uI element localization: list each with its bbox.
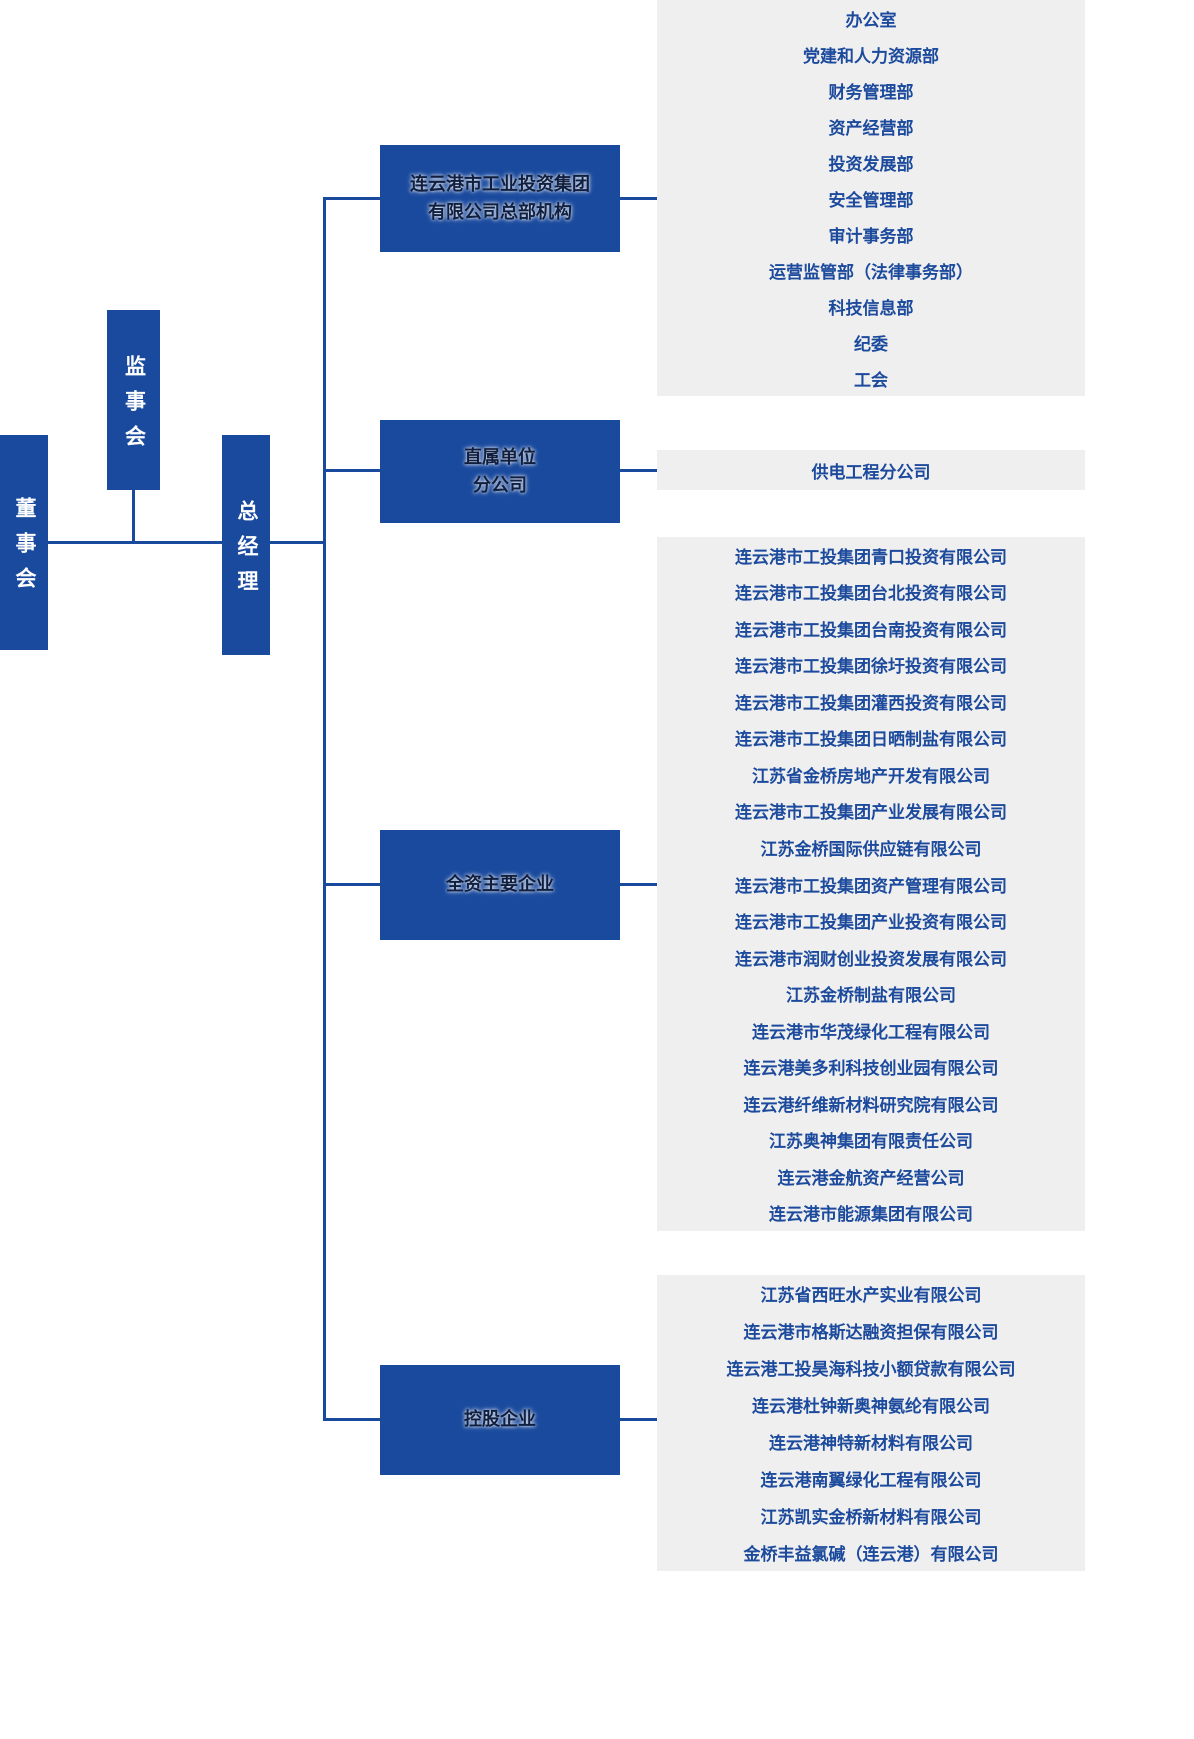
wholly-owned-box: 全资主要企业 (380, 830, 620, 940)
direct-units-box: 直属单位 分公司 (380, 420, 620, 523)
list-item: 江苏凯实金桥新材料有限公司 (760, 1508, 982, 1527)
list-item: 投资发展部 (828, 154, 914, 174)
list-item: 党建和人力资源部 (803, 46, 939, 66)
list-item: 江苏金桥国际供应链有限公司 (760, 840, 982, 860)
connector-line (270, 541, 325, 544)
list-item: 财务管理部 (828, 82, 914, 102)
connector-line (620, 197, 657, 200)
list-item: 审计事务部 (828, 226, 914, 246)
list-item: 连云港纤维新材料研究院有限公司 (743, 1095, 999, 1115)
list-item: 连云港金航资产经营公司 (777, 1168, 965, 1188)
holding-enterprises-panel: 江苏省西旺水产实业有限公司连云港市格斯达融资担保有限公司连云港工投昊海科技小额贷… (657, 1275, 1085, 1571)
board-of-directors-box: 董事会 (0, 435, 48, 650)
headquarters-box: 连云港市工业投资集团 有限公司总部机构 (380, 145, 620, 252)
list-item: 科技信息部 (828, 298, 914, 318)
connector-line (325, 1418, 380, 1421)
branch-label-line: 连云港市工业投资集团 (410, 173, 590, 194)
connector-line (132, 490, 135, 544)
list-item: 工会 (854, 370, 888, 390)
list-item: 连云港市工投集团青口投资有限公司 (735, 547, 1007, 567)
list-item: 江苏省金桥房地产开发有限公司 (752, 766, 990, 786)
list-item: 金桥丰益氯碱（连云港）有限公司 (743, 1545, 999, 1564)
list-item: 连云港市工投集团产业发展有限公司 (735, 803, 1007, 823)
list-item: 连云港市工投集团日晒制盐有限公司 (735, 730, 1007, 750)
connector-line (620, 1418, 657, 1421)
list-item: 江苏金桥制盐有限公司 (786, 986, 956, 1006)
list-item: 连云港市工投集团徐圩投资有限公司 (735, 657, 1007, 677)
list-item: 连云港市能源集团有限公司 (769, 1205, 973, 1225)
list-item: 连云港美多利科技创业园有限公司 (743, 1059, 999, 1079)
list-item: 江苏省西旺水产实业有限公司 (760, 1286, 982, 1305)
headquarters-departments-panel: 办公室党建和人力资源部财务管理部资产经营部投资发展部安全管理部审计事务部运营监管… (657, 0, 1085, 396)
connector-line (620, 469, 657, 472)
branch-label-line: 控股企业 (464, 1409, 536, 1430)
holding-box: 控股企业 (380, 1365, 620, 1475)
list-item: 连云港市工投集团资产管理有限公司 (735, 876, 1007, 896)
list-item: 供电工程分公司 (811, 462, 931, 482)
list-item: 连云港神特新材料有限公司 (769, 1434, 973, 1453)
list-item: 连云港市工投集团产业投资有限公司 (735, 913, 1007, 933)
connector-line (620, 883, 657, 886)
list-item: 连云港南翼绿化工程有限公司 (760, 1471, 982, 1490)
branch-label-line: 分公司 (473, 474, 527, 495)
list-item: 办公室 (845, 10, 897, 30)
branch-label-line: 全资主要企业 (446, 874, 554, 895)
branch-label-line: 直属单位 (464, 446, 536, 467)
connector-line (325, 197, 380, 200)
connector-line (48, 541, 222, 544)
branch-company-panel: 供电工程分公司 (657, 450, 1085, 490)
list-item: 安全管理部 (828, 190, 914, 210)
list-item: 运营监管部（法律事务部） (769, 262, 973, 282)
general-manager-box: 总经理 (222, 435, 270, 655)
list-item: 连云港市华茂绿化工程有限公司 (752, 1022, 990, 1042)
branch-label-line: 有限公司总部机构 (428, 201, 572, 222)
wholly-owned-enterprises-panel: 连云港市工投集团青口投资有限公司连云港市工投集团台北投资有限公司连云港市工投集团… (657, 537, 1085, 1231)
list-item: 连云港杜钟新奥神氨纶有限公司 (752, 1397, 990, 1416)
list-item: 连云港市工投集团台南投资有限公司 (735, 620, 1007, 640)
list-item: 连云港工投昊海科技小额贷款有限公司 (726, 1360, 1016, 1379)
list-item: 连云港市工投集团灌西投资有限公司 (735, 693, 1007, 713)
list-item: 连云港市工投集团台北投资有限公司 (735, 584, 1007, 604)
connector-line (325, 469, 380, 472)
connector-spine (323, 197, 326, 1421)
list-item: 连云港市润财创业投资发展有限公司 (735, 949, 1007, 969)
list-item: 连云港市格斯达融资担保有限公司 (743, 1323, 999, 1342)
connector-line (325, 883, 380, 886)
list-item: 纪委 (854, 334, 888, 354)
list-item: 江苏奥神集团有限责任公司 (769, 1132, 973, 1152)
list-item: 资产经营部 (828, 118, 914, 138)
supervisory-board-box: 监事会 (107, 310, 160, 490)
